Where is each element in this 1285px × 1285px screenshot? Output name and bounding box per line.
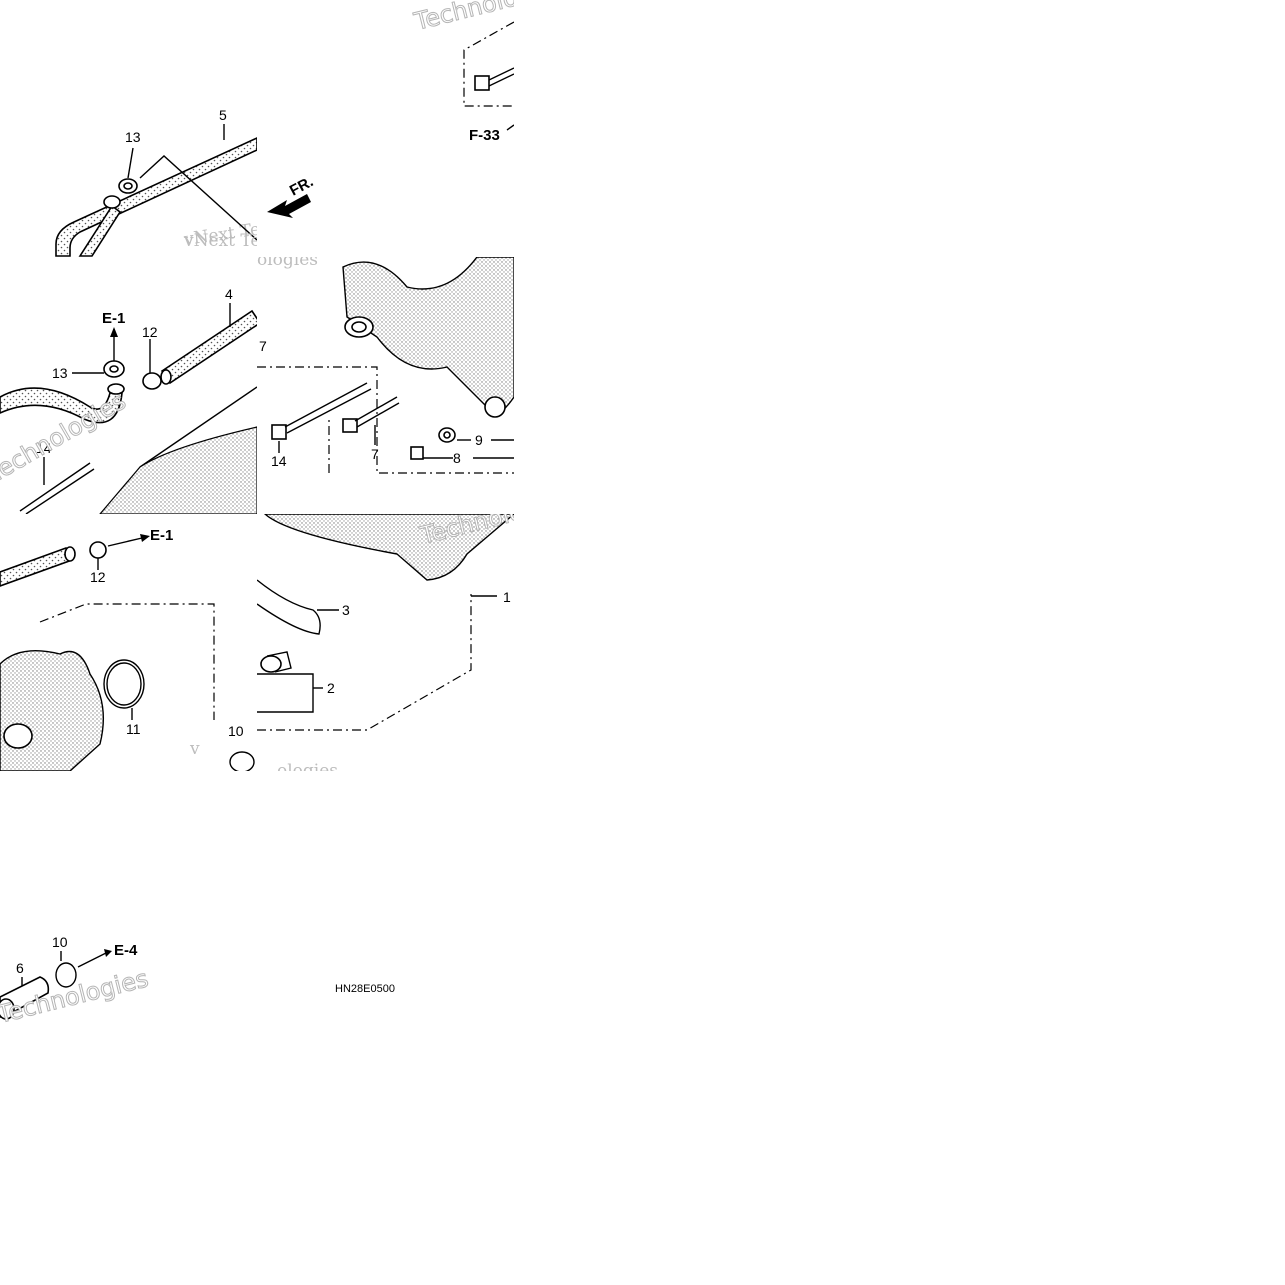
water-pump-cover [342,257,514,416]
hose-end [160,369,172,385]
callout-3: 3 [342,602,350,618]
ref-arrow [506,124,514,131]
pipe-end [0,998,15,1020]
callout-2: 2 [327,680,335,696]
ref-e1: E-1 [150,527,173,544]
callout-11: 11 [126,721,141,737]
clamp-12 [142,372,162,390]
bolt-14 [271,382,372,440]
ref-arrow [77,952,107,968]
washer-9 [438,427,456,443]
callout-14: 14 [271,453,287,469]
clamp-13 [103,360,125,378]
tile-r1-c0: E-1 13 12 4 14 [0,257,257,514]
ref-f33: F-33 [469,127,500,144]
clamp-12 [89,541,107,559]
tile-r3-c1: HN28E0500 [257,771,514,1035]
direction-label: FR. [287,173,316,199]
bolt-7 [342,396,400,433]
watermark: Technologies [417,514,514,550]
diagram-code: HN28E0500 [335,983,395,995]
leader-line [139,386,257,468]
watermark: ologies [277,761,338,771]
hose-segment [0,547,74,587]
bolt-14 [19,462,95,514]
bolt-f33 [474,67,514,91]
gasket-3 [257,579,321,635]
ref-e4: E-4 [114,942,138,959]
leader-2 [257,673,314,713]
callout-14: 14 [36,440,52,456]
callout-12: 12 [142,324,158,340]
callout-6: 6 [16,960,24,976]
ref-e1: E-1 [102,310,125,327]
tile-r1-c1: ologies 14 7 7 [257,257,514,514]
callout-7-top: 7 [259,338,267,354]
callout-12: 12 [90,569,106,585]
bracket-frame [39,603,215,771]
o-ring-11 [103,659,145,709]
tile-r2-c1: Technologies 3 2 1 10 ologies [257,514,514,771]
callout-7: 7 [371,446,379,462]
pump-inlet-bore [351,321,367,333]
callout-1: 1 [503,589,511,605]
hose-end [64,546,76,562]
bracket-frame [257,594,472,731]
arrow-head [104,949,112,957]
watermark: vNext Technologies [182,207,257,250]
callout-13: 13 [52,365,68,381]
pump-cover-lower [263,514,514,581]
pump-housing [99,426,257,514]
dowel-2 [260,651,292,673]
front-arrow-icon [267,194,311,218]
arrow-head [110,327,118,337]
impeller [3,723,33,749]
tile-r3-c0: 10 E-4 6 Technologies [0,771,257,1035]
arrow-head [140,534,150,542]
bracket-frame [257,366,514,474]
bolt-8 [410,446,424,460]
ref-arrow [107,537,143,547]
watermark: Technologies [411,0,514,36]
callout-10: 10 [52,934,68,950]
hose-end [107,383,125,395]
hose-4 [160,309,257,385]
tile-r0-c0: vNext Technologies [0,0,257,257]
bracket-frame [463,21,514,107]
o-ring-10 [55,962,77,988]
callout-8: 8 [453,450,461,466]
pump-body [0,649,105,771]
callout-4: 4 [225,286,233,302]
callout-10-region: 10 [200,720,280,780]
tile-r0-c1: Technologies F-33 FR. [257,0,514,257]
callout-10: 10 [228,723,244,739]
callout-9: 9 [475,432,483,448]
watermark: ologies [257,257,318,270]
cover-boss [484,396,506,418]
